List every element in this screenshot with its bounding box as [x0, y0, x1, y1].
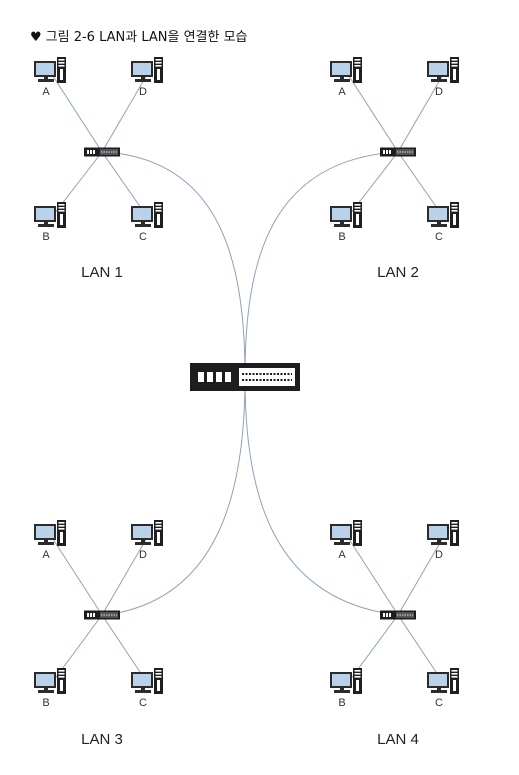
lan-label: LAN 1 — [81, 264, 123, 281]
lan-label: LAN 3 — [81, 731, 123, 748]
pc-label: C — [139, 697, 147, 709]
computer-icon — [427, 668, 459, 694]
computer-icon — [427, 57, 459, 83]
pc-link — [50, 72, 103, 153]
pc-link — [346, 535, 399, 616]
computer-icon — [34, 668, 66, 694]
computer-icon — [330, 202, 362, 228]
computer-icon — [427, 520, 459, 546]
switch-icon — [379, 147, 417, 157]
pc-label: A — [338, 86, 346, 98]
switch-icon — [83, 610, 121, 620]
computer-icon — [131, 520, 163, 546]
pc-label: B — [42, 697, 49, 709]
pc-link — [397, 72, 445, 153]
figure-caption: ♥그림 2-6 LAN과 LAN을 연결한 모습 — [30, 26, 248, 45]
pc-label: A — [42, 86, 50, 98]
pc-label: D — [435, 549, 443, 561]
pc-link — [397, 535, 445, 616]
computer-icon — [131, 202, 163, 228]
switch-icon — [379, 610, 417, 620]
pc-label: D — [139, 549, 147, 561]
lan-label: LAN 2 — [377, 264, 419, 281]
core-switch-icon — [190, 363, 300, 391]
computer-icon — [34, 520, 66, 546]
pc-label: A — [338, 549, 346, 561]
pc-label: C — [435, 697, 443, 709]
lan-group-3: A D B C LAN 3 — [34, 520, 163, 748]
pc-link — [346, 72, 399, 153]
computer-icon — [131, 57, 163, 83]
heart-icon: ♥ — [30, 30, 42, 45]
computer-icon — [34, 202, 66, 228]
pc-label: B — [338, 697, 345, 709]
caption-text: 그림 2-6 LAN과 LAN을 연결한 모습 — [45, 30, 248, 45]
pc-label: D — [435, 86, 443, 98]
lan-group-1: A D B C LAN 1 — [34, 57, 163, 281]
lan-group-2: A D B C LAN 2 — [330, 57, 459, 281]
computer-icon — [427, 202, 459, 228]
computer-icon — [330, 668, 362, 694]
backbone-link-lan4 — [244, 376, 399, 616]
backbone-link-lan1 — [104, 151, 246, 378]
backbone-links — [104, 151, 399, 616]
pc-label: C — [139, 231, 147, 243]
computer-icon — [330, 57, 362, 83]
backbone-link-lan3 — [104, 376, 246, 616]
pc-link — [101, 535, 149, 616]
pc-label: C — [435, 231, 443, 243]
switch-icon — [83, 147, 121, 157]
lan-group-4: A D B C LAN 4 — [330, 520, 459, 748]
lan-label: LAN 4 — [377, 731, 419, 748]
pc-label: A — [42, 549, 50, 561]
computer-icon — [34, 57, 66, 83]
computer-icon — [330, 520, 362, 546]
pc-label: D — [139, 86, 147, 98]
computer-icon — [131, 668, 163, 694]
pc-label: B — [42, 231, 49, 243]
pc-link — [101, 72, 149, 153]
pc-link — [50, 535, 103, 616]
pc-label: B — [338, 231, 345, 243]
backbone-link-lan2 — [244, 151, 399, 378]
